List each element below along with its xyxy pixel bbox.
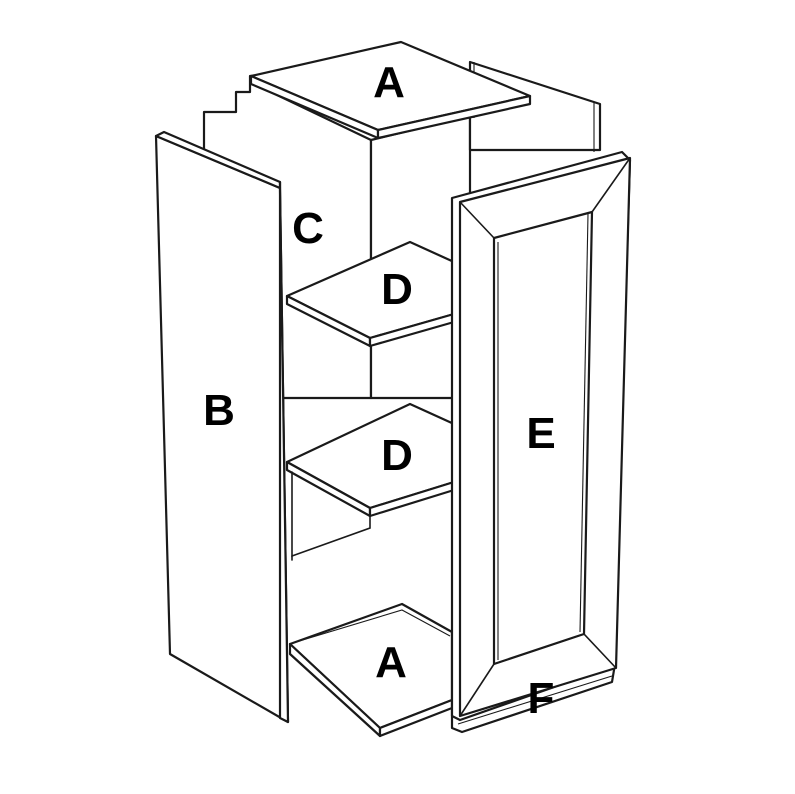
- label-plinth: F: [528, 674, 555, 723]
- label-left-side-panel: B: [203, 386, 235, 435]
- label-bottom-panel: A: [375, 638, 407, 687]
- shelf-lower: [285, 402, 456, 561]
- left-side-panel: [154, 130, 290, 724]
- label-shelf-upper: D: [381, 265, 413, 314]
- door: [450, 150, 632, 722]
- label-back-panel: C: [292, 204, 324, 253]
- top-panel: [249, 40, 532, 140]
- label-shelf-lower: D: [381, 431, 413, 480]
- label-top-panel: A: [373, 58, 405, 107]
- bottom-panel: [288, 602, 454, 738]
- label-door: E: [526, 409, 555, 458]
